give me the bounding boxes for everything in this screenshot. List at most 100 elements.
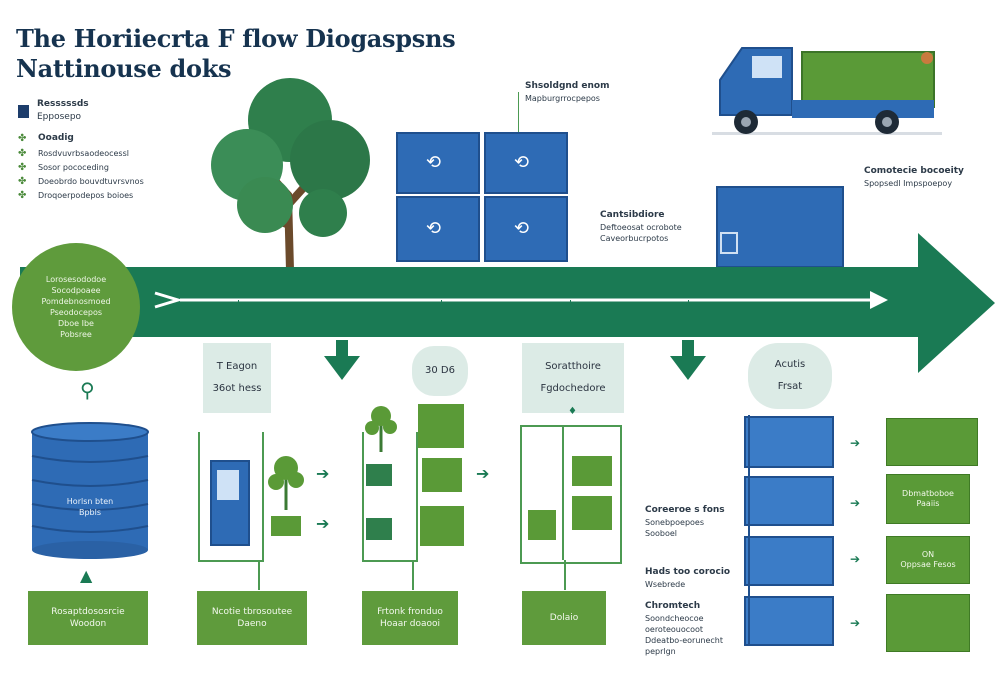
garbage-truck-icon xyxy=(712,47,942,135)
compost-bin xyxy=(420,506,464,546)
bin-line-1: Dbmatboboe xyxy=(902,489,954,498)
right-arrow-icon: ➔ xyxy=(316,464,330,483)
diagram-title: The Horiiecrta F flow Diogaspsns Nattino… xyxy=(16,24,456,84)
box-line-2: Woodon xyxy=(69,619,107,629)
intro-circle: Lorosesododoe Socodpoaee Pomdebnosmoed P… xyxy=(12,243,140,371)
note-line: Wsebrede xyxy=(645,580,686,589)
dumpster xyxy=(484,132,568,194)
right-note: Hads too corocio Wsebrede xyxy=(645,566,730,590)
title-line-2: Nattinouse doks xyxy=(16,54,232,83)
bubble-line-2: 36ot hess xyxy=(212,383,262,394)
box-line-2: Hoaar doaooi xyxy=(379,619,441,629)
note-title: Hads too corocio xyxy=(645,567,731,577)
recycling-bin xyxy=(886,418,978,466)
link-icon: ⚲ xyxy=(80,378,95,402)
legend-item: ✤ Rosdvuvrbsaodeocessl xyxy=(18,148,144,159)
up-arrow-icon: ▲ xyxy=(80,566,93,585)
sorting-bin xyxy=(744,416,834,468)
square-icon xyxy=(18,104,29,118)
barrel-label-line-1: Horlsn bten xyxy=(66,497,114,506)
recycle-icon: ⟲ xyxy=(426,218,442,239)
leaf-icon: ✤ xyxy=(18,176,27,187)
right-arrow-icon: ➔ xyxy=(850,616,861,630)
right-arrow-icon: ➔ xyxy=(850,496,861,510)
main-flow-arrow xyxy=(20,233,995,373)
recycle-icon: ⟲ xyxy=(514,218,530,239)
note-line: oeroteouocoot xyxy=(645,625,704,634)
bottom-box: Rosaptdososrcie Woodon xyxy=(28,591,148,645)
bin-line-1: ON xyxy=(921,550,935,559)
right-note: Coreeroe s fons Sonebpoepoes Sooboel xyxy=(645,504,725,539)
stage-bubble: Soratthoire Fgdochedore xyxy=(522,343,624,413)
circle-line: Lorosesododoe xyxy=(45,275,107,284)
legend-section-title: Ooadig xyxy=(38,133,74,143)
dumpster-stack: ⟲ ⟲ ⟲ ⟲ xyxy=(396,132,568,268)
note-line: Soondcheocoe xyxy=(645,614,704,623)
crate xyxy=(366,464,392,486)
divider-line xyxy=(748,415,750,645)
dumpster xyxy=(396,196,480,262)
circle-line: Socodpoaee xyxy=(51,286,101,295)
stage-bubble: T Eagon 36ot hess xyxy=(203,343,271,413)
barrel-label-line-2: Bpbls xyxy=(78,508,102,517)
sorting-bin xyxy=(744,536,834,586)
roll-off-container xyxy=(716,186,844,268)
compost-bin xyxy=(572,456,612,486)
callout-title: Cantsibdiore xyxy=(600,210,665,220)
sorting-bin xyxy=(744,596,834,646)
legend-item: ✤ Droqoerpodepos boioes xyxy=(18,190,144,201)
down-arrow-icon xyxy=(324,340,360,380)
machine-screen xyxy=(217,470,239,500)
connector-line xyxy=(441,300,442,336)
compost-bin xyxy=(528,510,556,540)
circle-line: Dboe Ibe xyxy=(58,319,94,328)
legend-main: Resssssds Epposepo xyxy=(18,98,144,124)
bubble-line-1: 30 D6 xyxy=(425,365,455,376)
crate xyxy=(366,518,392,540)
legend-item-label: Rosdvuvrbsaodeocessl xyxy=(38,149,129,158)
legend-item-label: Doeobrdo bouvdtuvrsvnos xyxy=(38,177,144,186)
compost-bin xyxy=(572,496,612,530)
callout-line: Deftoeosat ocrobote xyxy=(600,223,682,232)
stage-frame xyxy=(362,432,418,562)
sapling-icon xyxy=(268,456,304,536)
recycling-bin: ON Oppsae Fesos xyxy=(886,536,970,584)
callout-sub: Mapburgrrocpepos xyxy=(525,94,600,103)
bin-line-2: Oppsae Fesos xyxy=(900,560,956,569)
box-line-1: Frtonk fronduo xyxy=(377,607,443,617)
leaf-icon: ✤ xyxy=(18,133,27,144)
bottom-box: Dolaio xyxy=(522,591,606,645)
connector-line xyxy=(570,300,571,336)
circle-line: Pobsree xyxy=(60,330,92,339)
title-line-1: The Horiiecrta F flow Diogaspsns xyxy=(16,24,456,53)
bottom-box: Ncotie tbrosoutee Daeno xyxy=(197,591,307,645)
box-line-2: Daeno xyxy=(237,619,267,629)
pin-icon: ♦ xyxy=(568,406,577,417)
leaf-icon: ✤ xyxy=(18,148,27,159)
bubble-line-2: Fgdochedore xyxy=(540,383,606,394)
right-arrow-icon: ➔ xyxy=(850,436,861,450)
label-panel xyxy=(720,232,738,254)
dumpster-callout: Shsoldgnd enom Mapburgrrocpepos xyxy=(525,80,609,104)
right-arrow-icon: ➔ xyxy=(850,552,861,566)
stage-bubble: Acutis Frsat xyxy=(748,343,832,409)
recycle-icon: ⟲ xyxy=(426,152,442,173)
bottom-box: Frtonk fronduo Hoaar doaooi xyxy=(362,591,458,645)
tree-icon xyxy=(211,78,370,270)
box-line-1: Rosaptdososrcie xyxy=(51,607,125,617)
circle-line: Pomdebnosmoed xyxy=(41,297,111,306)
note-line: Sonebpoepoes xyxy=(645,518,704,527)
legend-item-label: Sosor pococeding xyxy=(38,163,109,172)
legend-main-line-1: Resssssds xyxy=(37,99,89,109)
leaf-icon: ✤ xyxy=(18,190,27,201)
note-line: Sooboel xyxy=(645,529,677,538)
callout-line: Caveorbucrpotos xyxy=(600,234,669,243)
bubble-line-1: Acutis xyxy=(774,359,806,370)
bin-line-2: Paaiis xyxy=(916,499,940,508)
note-line: peprlgn xyxy=(645,647,676,656)
barrel-label: Horlsn bten Bpbls xyxy=(34,496,146,518)
legend-item: ✤ Sosor pococeding xyxy=(18,162,144,173)
note-line: Ddeatbo-eorunecht xyxy=(645,636,723,645)
compost-bin xyxy=(418,404,464,448)
legend-item: ✤ Doeobrdo bouvdtuvrsvnos xyxy=(18,176,144,187)
